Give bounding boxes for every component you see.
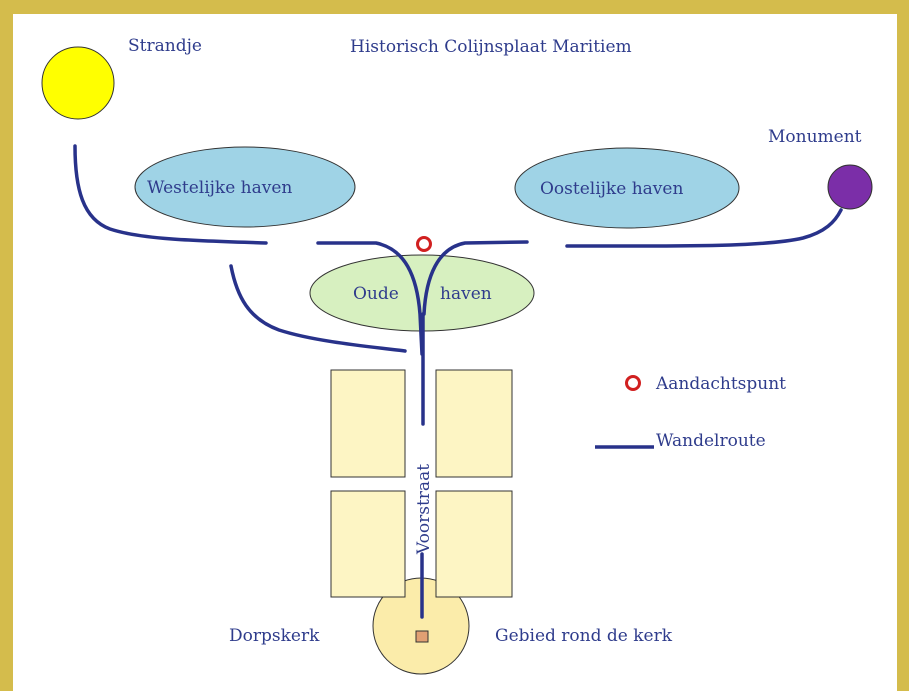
route-segment-east-pier — [422, 240, 529, 316]
map-title: Historisch Colijnsplaat Maritiem — [350, 37, 632, 57]
label-oude: Oude — [353, 284, 399, 304]
aandachtspunt-marker[interactable] — [416, 236, 432, 252]
label-oostelijke-haven: Oostelijke haven — [540, 179, 684, 199]
strandje-circle[interactable] — [41, 46, 115, 120]
route-segment-east — [565, 208, 843, 248]
block-bottom-right — [435, 490, 513, 598]
label-strandje: Strandje — [128, 36, 202, 56]
legend-route-label: Wandelroute — [656, 431, 766, 451]
route-segment-west-pier — [316, 241, 424, 356]
westelijke-haven-shape[interactable] — [134, 146, 356, 228]
legend-point-label: Aandachtspunt — [656, 374, 787, 394]
wandelroute-path — [73, 144, 843, 619]
map-frame: Historisch Colijnsplaat Maritiem Strandj… — [13, 14, 897, 691]
legend-point-icon — [625, 375, 641, 391]
monument-circle[interactable] — [827, 164, 873, 210]
dorpskerk-square[interactable] — [415, 630, 429, 643]
label-haven: haven — [440, 284, 492, 304]
label-monument: Monument — [768, 127, 862, 147]
label-voorstraat: Voorstraat — [414, 463, 434, 555]
label-dorpskerk: Dorpskerk — [229, 626, 320, 646]
route-segment-west-lower — [229, 264, 407, 353]
map-canvas — [41, 46, 873, 675]
label-westelijke-haven: Westelijke haven — [147, 178, 293, 198]
block-top-right — [435, 369, 513, 478]
oostelijke-haven-shape[interactable] — [514, 147, 740, 229]
label-gebied-rond-de-kerk: Gebied rond de kerk — [495, 626, 673, 646]
block-bottom-left — [330, 490, 406, 598]
route-segment-strandje — [73, 144, 268, 245]
block-top-left — [330, 369, 406, 478]
